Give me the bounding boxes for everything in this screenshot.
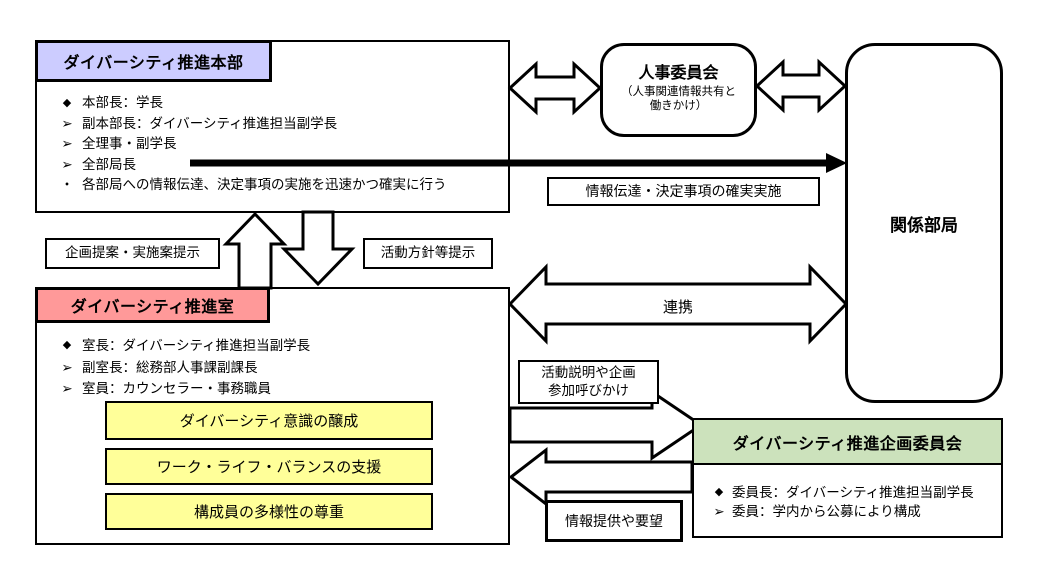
related-departments-title: 関係部局 <box>890 215 958 235</box>
list-item: ➢ 委員：学内から公募により構成 <box>706 502 1001 521</box>
list-item-text: 全理事・副学長 <box>82 136 177 151</box>
list-item: ➢ 室員：カウンセラー・事務職員 <box>52 378 502 400</box>
list-item-text: 副室長：総務部人事課副課長 <box>82 359 258 375</box>
arrow-bullet-icon: ➢ <box>61 359 73 375</box>
list-item: ➢ 副本部長：ダイバーシティ推進担当副学長 <box>52 114 502 135</box>
list-item-text: 委員：学内から公募により構成 <box>732 504 921 519</box>
cooperation-label: 連携 <box>662 299 693 316</box>
program-box-diversity-respect: 構成員の多様性の尊重 <box>105 493 433 530</box>
arrow-bullet-icon: ➢ <box>713 504 725 519</box>
policy-presentation-label: 活動方針等提示 <box>363 238 493 269</box>
promotion-office-list: ◆ 室長：ダイバーシティ推進担当副学長 ➢ 副室長：総務部人事課副課長 ➢ 室員… <box>52 335 502 400</box>
list-item-text: 各部局への情報伝達、決定事項の実施を迅速かつ確実に行う <box>82 177 447 192</box>
program-box-work-life-balance: ワーク・ライフ・バランスの支援 <box>105 448 433 485</box>
list-item: ➢ 全部局長 <box>52 155 502 176</box>
list-item-text: 副本部長：ダイバーシティ推進担当副学長 <box>82 115 338 131</box>
list-item: ◆ 委員長：ダイバーシティ推進担当副学長 <box>706 483 1001 502</box>
policy-presentation-down-arrow <box>280 210 356 287</box>
planning-committee-header: ダイバーシティ推進企画委員会 <box>692 418 1003 465</box>
list-item-text: 室長：ダイバーシティ推進担当副学長 <box>82 338 311 353</box>
list-item-text: 委員長：ダイバーシティ推進担当副学長 <box>732 485 974 500</box>
arrow-bullet-icon: ➢ <box>61 115 73 131</box>
plan-proposal-up-arrow <box>222 211 288 290</box>
personnel-committee-subtitle-line2: 働きかけ） <box>649 100 708 113</box>
list-item: ◆ 本部長：学長 <box>52 93 502 114</box>
cooperation-double-arrow <box>507 263 849 345</box>
personnel-committee-box: 人事委員会 （人事関連情報共有と 働きかけ） <box>600 43 757 137</box>
personnel-committee-subtitle-line1: （人事関連情報共有と <box>621 86 736 98</box>
info-request-label: 情報提供や要望 <box>545 500 683 542</box>
info-transmission-label: 情報伝達・決定事項の確実実施 <box>547 177 820 206</box>
arrow-bullet-icon: ➢ <box>61 136 73 151</box>
list-item-text: 全部局長 <box>82 156 136 172</box>
info-request-left-arrow <box>508 446 694 508</box>
diamond-bullet-icon: ◆ <box>62 339 72 351</box>
arrow-bullet-icon: ➢ <box>61 156 73 172</box>
plan-proposal-label: 企画提案・実施案提示 <box>45 238 220 269</box>
diamond-bullet-icon: ◆ <box>62 97 72 109</box>
promotion-office-header: ダイバーシティ推進室 <box>35 287 270 323</box>
activity-invite-line1: 活動説明や企画 <box>541 364 636 380</box>
list-item-text: 室員：カウンセラー・事務職員 <box>82 381 271 396</box>
arrow-bullet-icon: ➢ <box>61 381 73 396</box>
related-departments-box: 関係部局 <box>845 43 1003 403</box>
activity-invite-line2: 参加呼びかけ <box>548 383 629 398</box>
headquarters-list: ◆ 本部長：学長 ➢ 副本部長：ダイバーシティ推進担当副学長 ➢ 全理事・副学長… <box>52 93 502 196</box>
planning-committee-list: ◆ 委員長：ダイバーシティ推進担当副学長 ➢ 委員：学内から公募により構成 <box>706 483 1001 521</box>
list-item: ➢ 全理事・副学長 <box>52 134 502 155</box>
headquarters-header: ダイバーシティ推進本部 <box>35 40 272 82</box>
list-item-text: 本部長：学長 <box>82 95 163 110</box>
hq-personnel-double-arrow <box>507 60 603 116</box>
activity-invite-right-arrow <box>508 389 704 461</box>
personnel-related-double-arrow <box>754 58 848 114</box>
list-item: ◆ 室長：ダイバーシティ推進担当副学長 <box>52 335 502 357</box>
dot-bullet-icon: ・ <box>60 177 74 192</box>
activity-invite-label: 活動説明や企画 参加呼びかけ <box>518 360 659 404</box>
diamond-bullet-icon: ◆ <box>714 486 724 498</box>
list-item: ・ 各部局への情報伝達、決定事項の実施を迅速かつ確実に行う <box>52 175 502 196</box>
info-transmission-arrow-head <box>826 153 847 173</box>
personnel-committee-title: 人事委員会 <box>638 65 719 82</box>
list-item: ➢ 副室長：総務部人事課副課長 <box>52 357 502 379</box>
program-box-awareness: ダイバーシティ意識の醸成 <box>105 401 433 440</box>
